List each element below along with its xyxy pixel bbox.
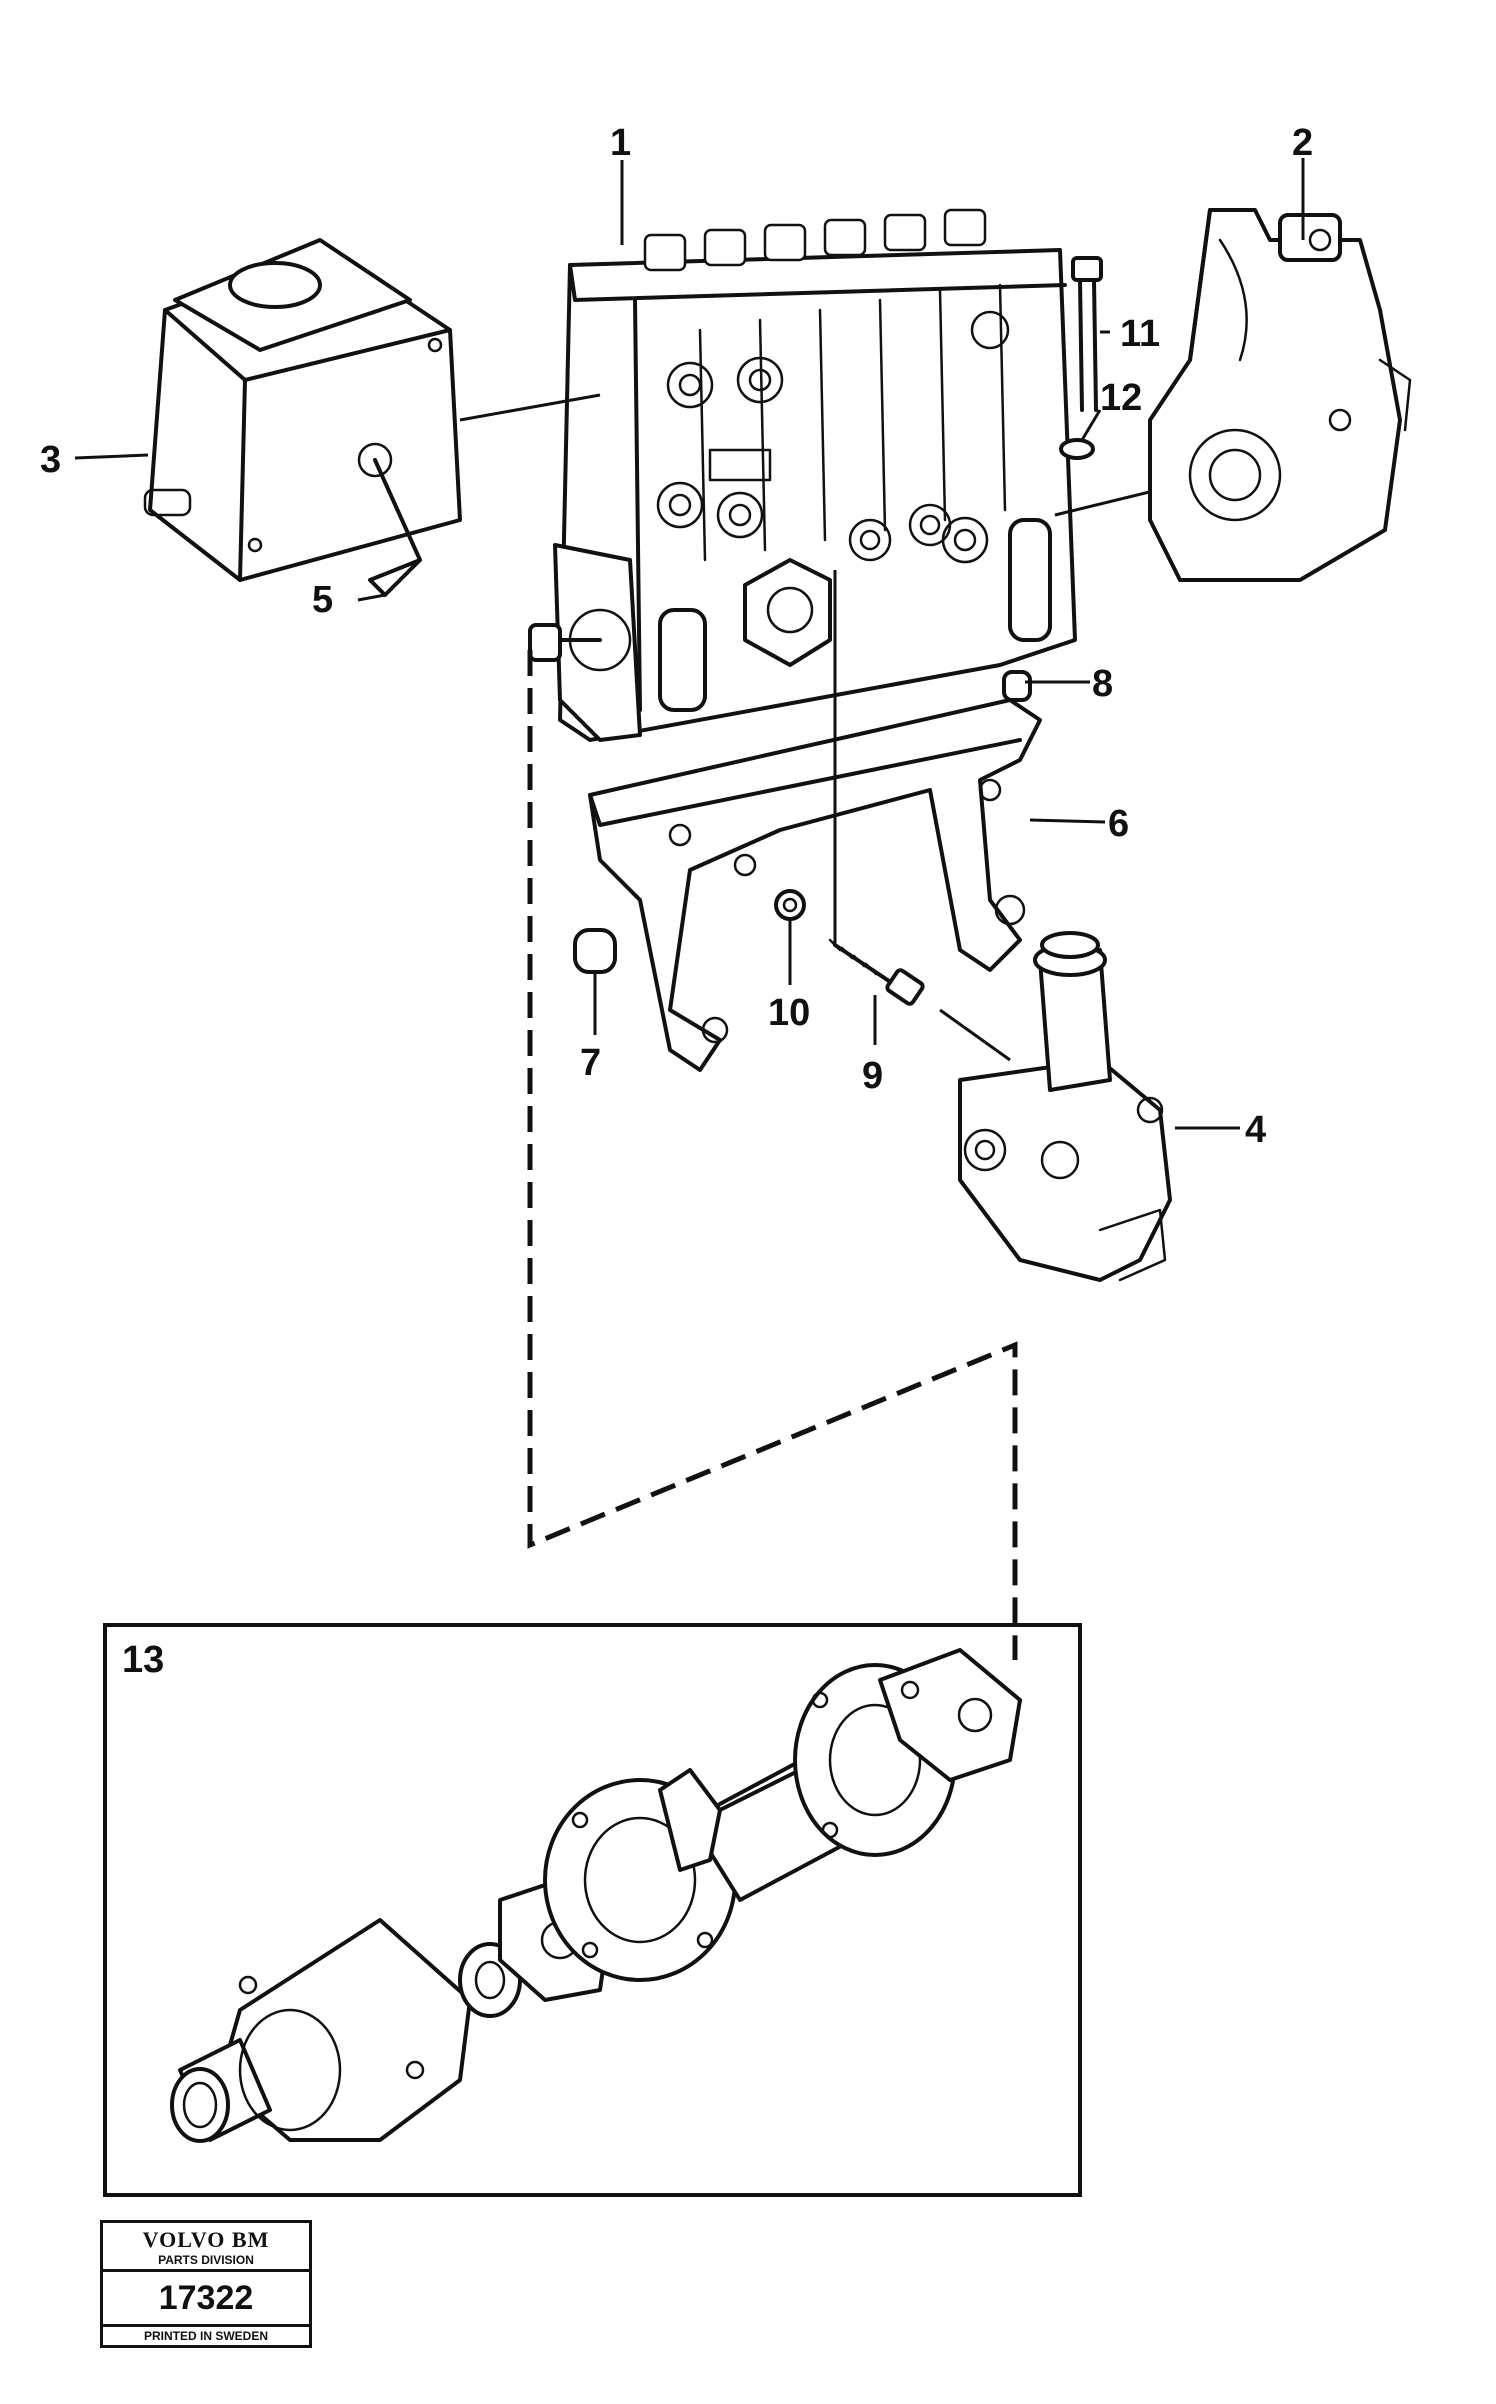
stamp-brand: VOLVO BM xyxy=(142,2227,270,2252)
stamp-number: 17322 xyxy=(158,2279,254,2317)
callout-11: 11 xyxy=(1120,313,1160,355)
lock-washer xyxy=(1059,438,1095,460)
assembly-13-frame xyxy=(103,1623,1082,2197)
callout-2: 2 xyxy=(1292,122,1313,164)
volvo-bm-stamp: VOLVO BM PARTS DIVISION 17322 PRINTED IN… xyxy=(100,2220,312,2348)
callout-8: 8 xyxy=(1092,663,1113,705)
feed-pump xyxy=(939,931,1172,1282)
stamp-footer: PRINTED IN SWEDEN xyxy=(103,2324,309,2345)
callout-13: 13 xyxy=(122,1639,164,1681)
drive-coupling-assembly xyxy=(170,1648,1022,2143)
stamp-division: PARTS DIVISION xyxy=(103,2253,309,2272)
injection-pump-body xyxy=(459,208,1241,742)
callout-10: 10 xyxy=(768,992,810,1034)
callout-6: 6 xyxy=(1108,803,1129,845)
callout-9: 9 xyxy=(862,1055,883,1097)
mounting-bracket xyxy=(588,698,1042,1072)
callout-12: 12 xyxy=(1100,377,1142,419)
connection-line xyxy=(527,650,1018,1660)
screw xyxy=(828,570,925,1006)
bushing xyxy=(573,928,617,974)
callout-4: 4 xyxy=(1245,1109,1266,1151)
sleeve xyxy=(1002,670,1032,702)
callout-7: 7 xyxy=(580,1042,601,1084)
callout-5: 5 xyxy=(312,579,333,621)
cover xyxy=(143,238,462,582)
callout-leaders xyxy=(74,158,1305,1130)
governor-housing xyxy=(1148,208,1412,582)
callout-1: 1 xyxy=(610,122,631,164)
washer xyxy=(774,889,806,921)
callout-3: 3 xyxy=(40,439,61,481)
bolt xyxy=(1071,256,1103,412)
